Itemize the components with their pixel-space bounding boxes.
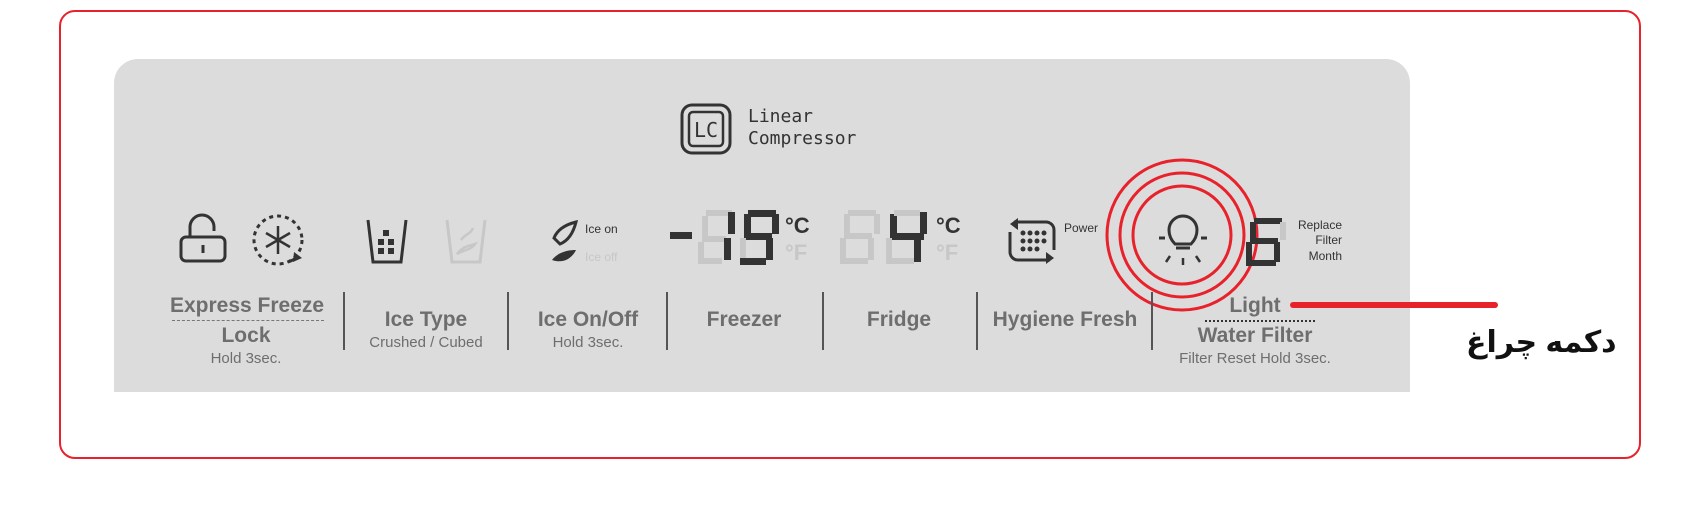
fridge-label[interactable]: Fridge — [866, 308, 932, 331]
water-filter-label[interactable]: Water Filter — [1197, 324, 1313, 347]
separator — [507, 292, 509, 350]
logo-line1: Linear — [748, 106, 814, 127]
ice-crushed-icon[interactable] — [444, 216, 488, 266]
lock-icon[interactable] — [178, 213, 228, 265]
ice-type-sub: Crushed / Cubed — [369, 334, 483, 351]
fridge-unit-f: °F — [936, 240, 959, 265]
lock-label[interactable]: Lock — [221, 324, 271, 347]
separator — [1151, 292, 1153, 350]
water-filter-sub: Filter Reset Hold 3sec. — [1179, 350, 1331, 367]
ice-cubed-icon[interactable] — [365, 216, 409, 266]
fridge-display — [840, 210, 927, 264]
lc-logo: LC — [680, 103, 732, 155]
logo-badge: LC — [694, 118, 718, 142]
lock-sub: Hold 3sec. — [210, 350, 282, 367]
ice-onoff-sub: Hold 3sec. — [552, 334, 624, 351]
freezer-label[interactable]: Freezer — [706, 308, 782, 331]
power-label: Power — [1064, 221, 1099, 235]
light-label[interactable]: Light — [1229, 294, 1281, 317]
separator — [343, 292, 345, 350]
label-divider — [1205, 320, 1315, 322]
highlight-rings — [1105, 158, 1259, 312]
ice-on-label: Ice on — [585, 222, 618, 236]
ice-type-label[interactable]: Ice Type — [384, 308, 468, 331]
hygiene-fresh-label[interactable]: Hygiene Fresh — [992, 308, 1138, 331]
fridge-unit-c: °C — [936, 213, 961, 238]
replace-line1: Replace — [1297, 218, 1342, 232]
light-bulb-icon[interactable] — [1158, 212, 1208, 268]
control-panel — [114, 59, 1410, 392]
logo-line2: Compressor — [748, 128, 857, 149]
freezer-display — [670, 210, 779, 265]
ice-onoff-icon[interactable] — [548, 216, 582, 266]
express-freeze-icon[interactable] — [250, 212, 312, 268]
separator — [976, 292, 978, 350]
ice-off-label: Ice off — [585, 250, 618, 264]
highlight-frame — [59, 10, 1641, 459]
express-freeze-label[interactable]: Express Freeze — [170, 294, 325, 317]
separator — [822, 292, 824, 350]
replace-line2: Filter — [1315, 233, 1342, 247]
freezer-unit-c: °C — [785, 213, 810, 238]
annotation-text: دکمه چراغ — [1466, 326, 1617, 359]
label-divider — [172, 320, 324, 321]
ice-onoff-label[interactable]: Ice On/Off — [537, 308, 639, 331]
annotation-pointer — [1290, 302, 1498, 308]
filter-month-display — [1246, 218, 1286, 266]
logo-text: Linear Compressor — [748, 106, 856, 150]
freezer-unit-f: °F — [785, 240, 808, 265]
separator — [666, 292, 668, 350]
replace-line3: Month — [1308, 249, 1342, 263]
hygiene-fresh-icon[interactable] — [1004, 214, 1060, 268]
